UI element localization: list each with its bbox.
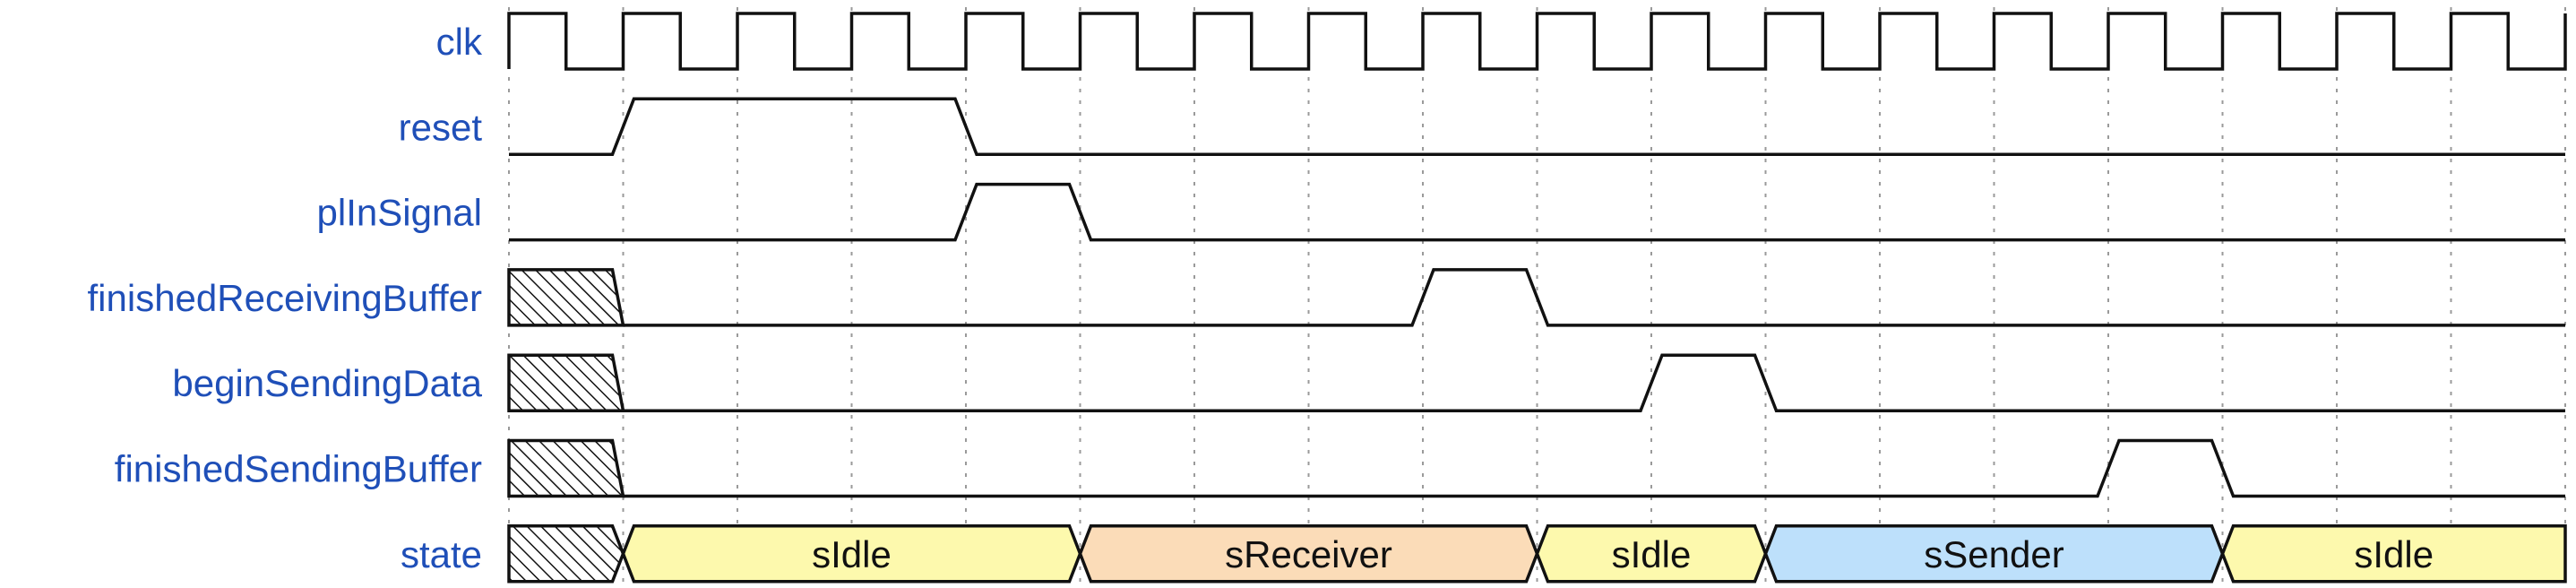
wave-begin-sending-data [507, 353, 2565, 412]
undefined-region [507, 524, 625, 584]
state-label: sIdle [1612, 533, 1692, 575]
level-path [623, 438, 2565, 498]
signal-waveforms: sIdle sReceiver sIdle sSender sIdle [507, 12, 2567, 584]
label-clk: clk [436, 21, 483, 63]
state-segment-sidle [2220, 524, 2567, 584]
signal-labels: clk reset plInSignal finishedReceivingBuffe… [88, 21, 483, 575]
state-label: sIdle [2354, 533, 2434, 575]
undefined-region [507, 268, 625, 327]
state-label: sReceiver [1225, 533, 1392, 575]
state-label: sSender [1924, 533, 2063, 575]
undefined-region [507, 353, 625, 412]
state-label: sIdle [812, 533, 892, 575]
wave-reset [509, 97, 2565, 157]
label-begin-sending-data: beginSendingData [172, 362, 482, 404]
label-finished-receiving-buffer: finishedReceivingBuffer [88, 277, 483, 319]
undefined-region [507, 438, 625, 498]
wave-finished-receiving-buffer [507, 268, 2565, 327]
level-path [623, 268, 2565, 327]
level-path [623, 353, 2565, 412]
clk-path [507, 12, 2567, 71]
level-path [509, 182, 2565, 242]
label-reset: reset [399, 106, 483, 148]
wave-clk [507, 12, 2567, 71]
label-finished-sending-buffer: finishedSendingBuffer [115, 448, 482, 490]
wave-state: sIdle sReceiver sIdle sSender sIdle [507, 524, 2567, 584]
label-pl-in-signal: plInSignal [317, 192, 482, 234]
cycle-grid [508, 7, 2566, 584]
wave-finished-sending-buffer [507, 438, 2565, 498]
label-state: state [401, 533, 482, 575]
level-path [509, 97, 2565, 157]
wave-pl-in-signal [509, 182, 2565, 242]
